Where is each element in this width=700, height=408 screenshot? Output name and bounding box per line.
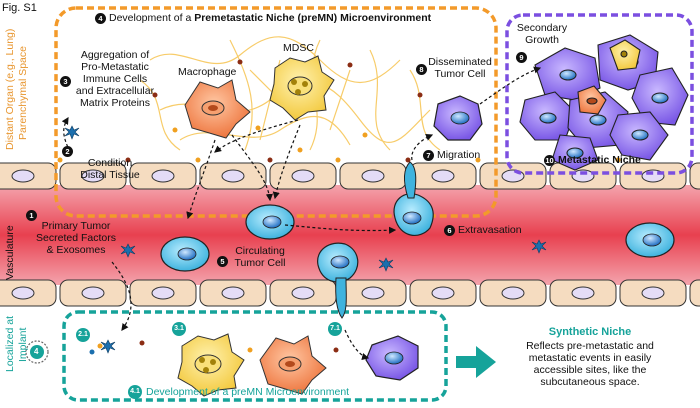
- step-9-line-2: Growth: [525, 34, 559, 46]
- figure-label: Fig. S1: [2, 2, 37, 14]
- synthetic-niche-title: Synthetic Niche: [548, 326, 632, 338]
- step-4-label: Development of a Premetastatic Niche (pr…: [109, 12, 431, 24]
- step-2-badge: 2: [62, 146, 73, 157]
- synthetic-line-4: subcutaneous space.: [540, 376, 640, 388]
- step-3-line-1: Aggregation of: [80, 49, 150, 61]
- step-2-line-1: Condition: [87, 157, 133, 169]
- step-6-label: Extravasation: [458, 224, 522, 236]
- step-2-label: Condition Distal Tissue: [74, 157, 146, 181]
- step-4-label-pre: Development of a: [109, 12, 195, 24]
- synthetic-metastatic-cell: [365, 335, 419, 381]
- intravasating-tumor-cell: [317, 242, 359, 319]
- endothelial-top-row: [0, 162, 700, 190]
- synthetic-line-2: metastatic events in easily: [528, 352, 652, 364]
- step-7-1-badge: 7.1: [328, 322, 342, 336]
- step-5-label: Circulating Tumor Cell: [227, 245, 293, 269]
- circulating-tumor-cell-left: [160, 236, 210, 272]
- step-7-badge: 7: [423, 150, 434, 161]
- mdsc-cell: [269, 55, 335, 121]
- step-7-label: Migration: [437, 149, 481, 161]
- step-2-line-2: Distal Tissue: [80, 169, 140, 181]
- step-1-line-1: Primary Tumor: [41, 220, 111, 232]
- circulating-tumor-cell-right: [625, 222, 675, 258]
- synthetic-dots: [89, 340, 339, 355]
- step-5-line-1: Circulating: [235, 245, 285, 257]
- macrophage-cell: [184, 79, 251, 139]
- step-3-badge: 3: [60, 76, 71, 87]
- synthetic-mdsc-cell: [177, 333, 245, 397]
- mdsc-label: MDSC: [283, 42, 314, 54]
- side-label-parenchymal: Parenchymal Space: [17, 46, 29, 140]
- side-label-implant: Implant: [17, 327, 29, 362]
- step-1-badge: 1: [26, 210, 37, 221]
- side-label-distant-organ: Distant Organ (e.g., Lung): [4, 28, 16, 150]
- implant-icon: [25, 340, 49, 364]
- step-5-line-2: Tumor Cell: [234, 257, 286, 269]
- synthetic-macrophage-cell: [259, 335, 327, 395]
- metastatic-cell-cluster: [519, 34, 689, 171]
- step-9-label: Secondary Growth: [512, 22, 572, 46]
- step-3-label: Aggregation of Pro-Metastatic Immune Cel…: [72, 49, 158, 109]
- step-10-badge: 10: [544, 155, 555, 166]
- step-1-label: Primary Tumor Secreted Factors & Exosome…: [30, 220, 122, 256]
- side-label-vasculature: Vasculature: [4, 225, 16, 280]
- circulating-tumor-cell-mid: [245, 204, 295, 240]
- step-5-badge: 5: [217, 256, 228, 267]
- synthetic-niche-arrow: [456, 346, 496, 378]
- implant-glyph: 4: [34, 347, 39, 356]
- synthetic-niche-box: [62, 310, 448, 402]
- step-4-1-label: Development of a preMN Microenvironment: [146, 386, 350, 398]
- step-3-1-badge: 3.1: [172, 322, 186, 336]
- macrophage-label: Macrophage: [178, 66, 237, 78]
- step-4-label-bold: Premetastatic Niche (preMN) Microenviron…: [194, 12, 432, 24]
- disseminated-tumor-cell: [433, 95, 483, 141]
- step-8-label: Disseminated Tumor Cell: [420, 56, 500, 80]
- synthetic-niche-description: Reflects pre-metastatic and metastatic e…: [512, 340, 668, 388]
- step-2-1-badge: 2.1: [76, 328, 90, 342]
- exosome-icons: [64, 125, 547, 354]
- step-8-line-1: Disseminated: [428, 56, 492, 68]
- cytokine-dots: [152, 59, 423, 153]
- step-1-line-2: Secreted Factors: [36, 232, 116, 244]
- synthetic-line-1: Reflects pre-metastatic and: [526, 340, 654, 352]
- step-8-badge: 8: [416, 64, 427, 75]
- process-arrows: [61, 66, 542, 361]
- step-9-line-1: Secondary: [516, 22, 568, 34]
- extravasating-tumor-cell: [393, 161, 434, 236]
- step-4-badge: 4: [95, 13, 106, 24]
- step-4-1-badge: 4.1: [128, 385, 142, 399]
- step-10-label: Metastatic Niche: [558, 154, 641, 166]
- step-3-line-2: Pro-Metastatic: [81, 61, 149, 73]
- synthetic-line-3: accessible sites, like the: [533, 364, 647, 376]
- step-8-line-2: Tumor Cell: [434, 68, 486, 80]
- endothelial-bottom-row: [0, 279, 700, 307]
- step-3-line-3: Immune Cells: [82, 73, 148, 85]
- step-3-line-5: Matrix Proteins: [79, 97, 151, 109]
- step-1-line-3: & Exosomes: [46, 244, 106, 256]
- step-6-badge: 6: [444, 225, 455, 236]
- step-3-line-4: and Extracellular: [75, 85, 155, 97]
- side-label-localized: Localized at: [4, 315, 16, 372]
- step-9-badge: 9: [516, 52, 527, 63]
